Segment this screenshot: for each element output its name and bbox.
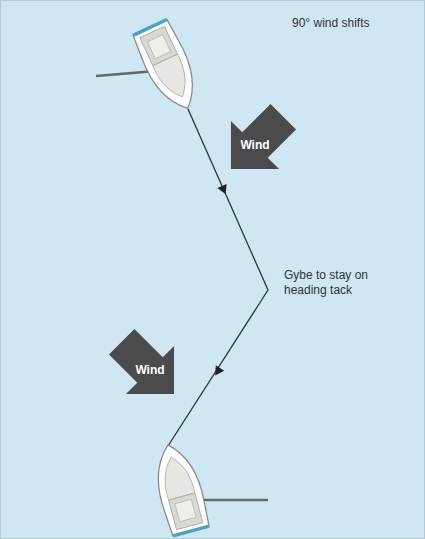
diagram-title: 90° wind shifts: [292, 16, 370, 31]
callout-label: Gybe to stay on heading tack: [284, 268, 384, 298]
course-arrowhead: [217, 184, 230, 196]
course-arrowhead: [211, 365, 224, 378]
wind-label: Wind: [240, 138, 269, 152]
wind-arrow: Wind: [110, 330, 190, 410]
dinghy: [148, 439, 212, 538]
wind-label: Wind: [135, 363, 164, 377]
wind-arrow-body: [207, 93, 307, 193]
wind-arrow: Wind: [215, 105, 295, 185]
dinghy: [130, 17, 206, 117]
wind-arrow-body: [98, 318, 198, 418]
